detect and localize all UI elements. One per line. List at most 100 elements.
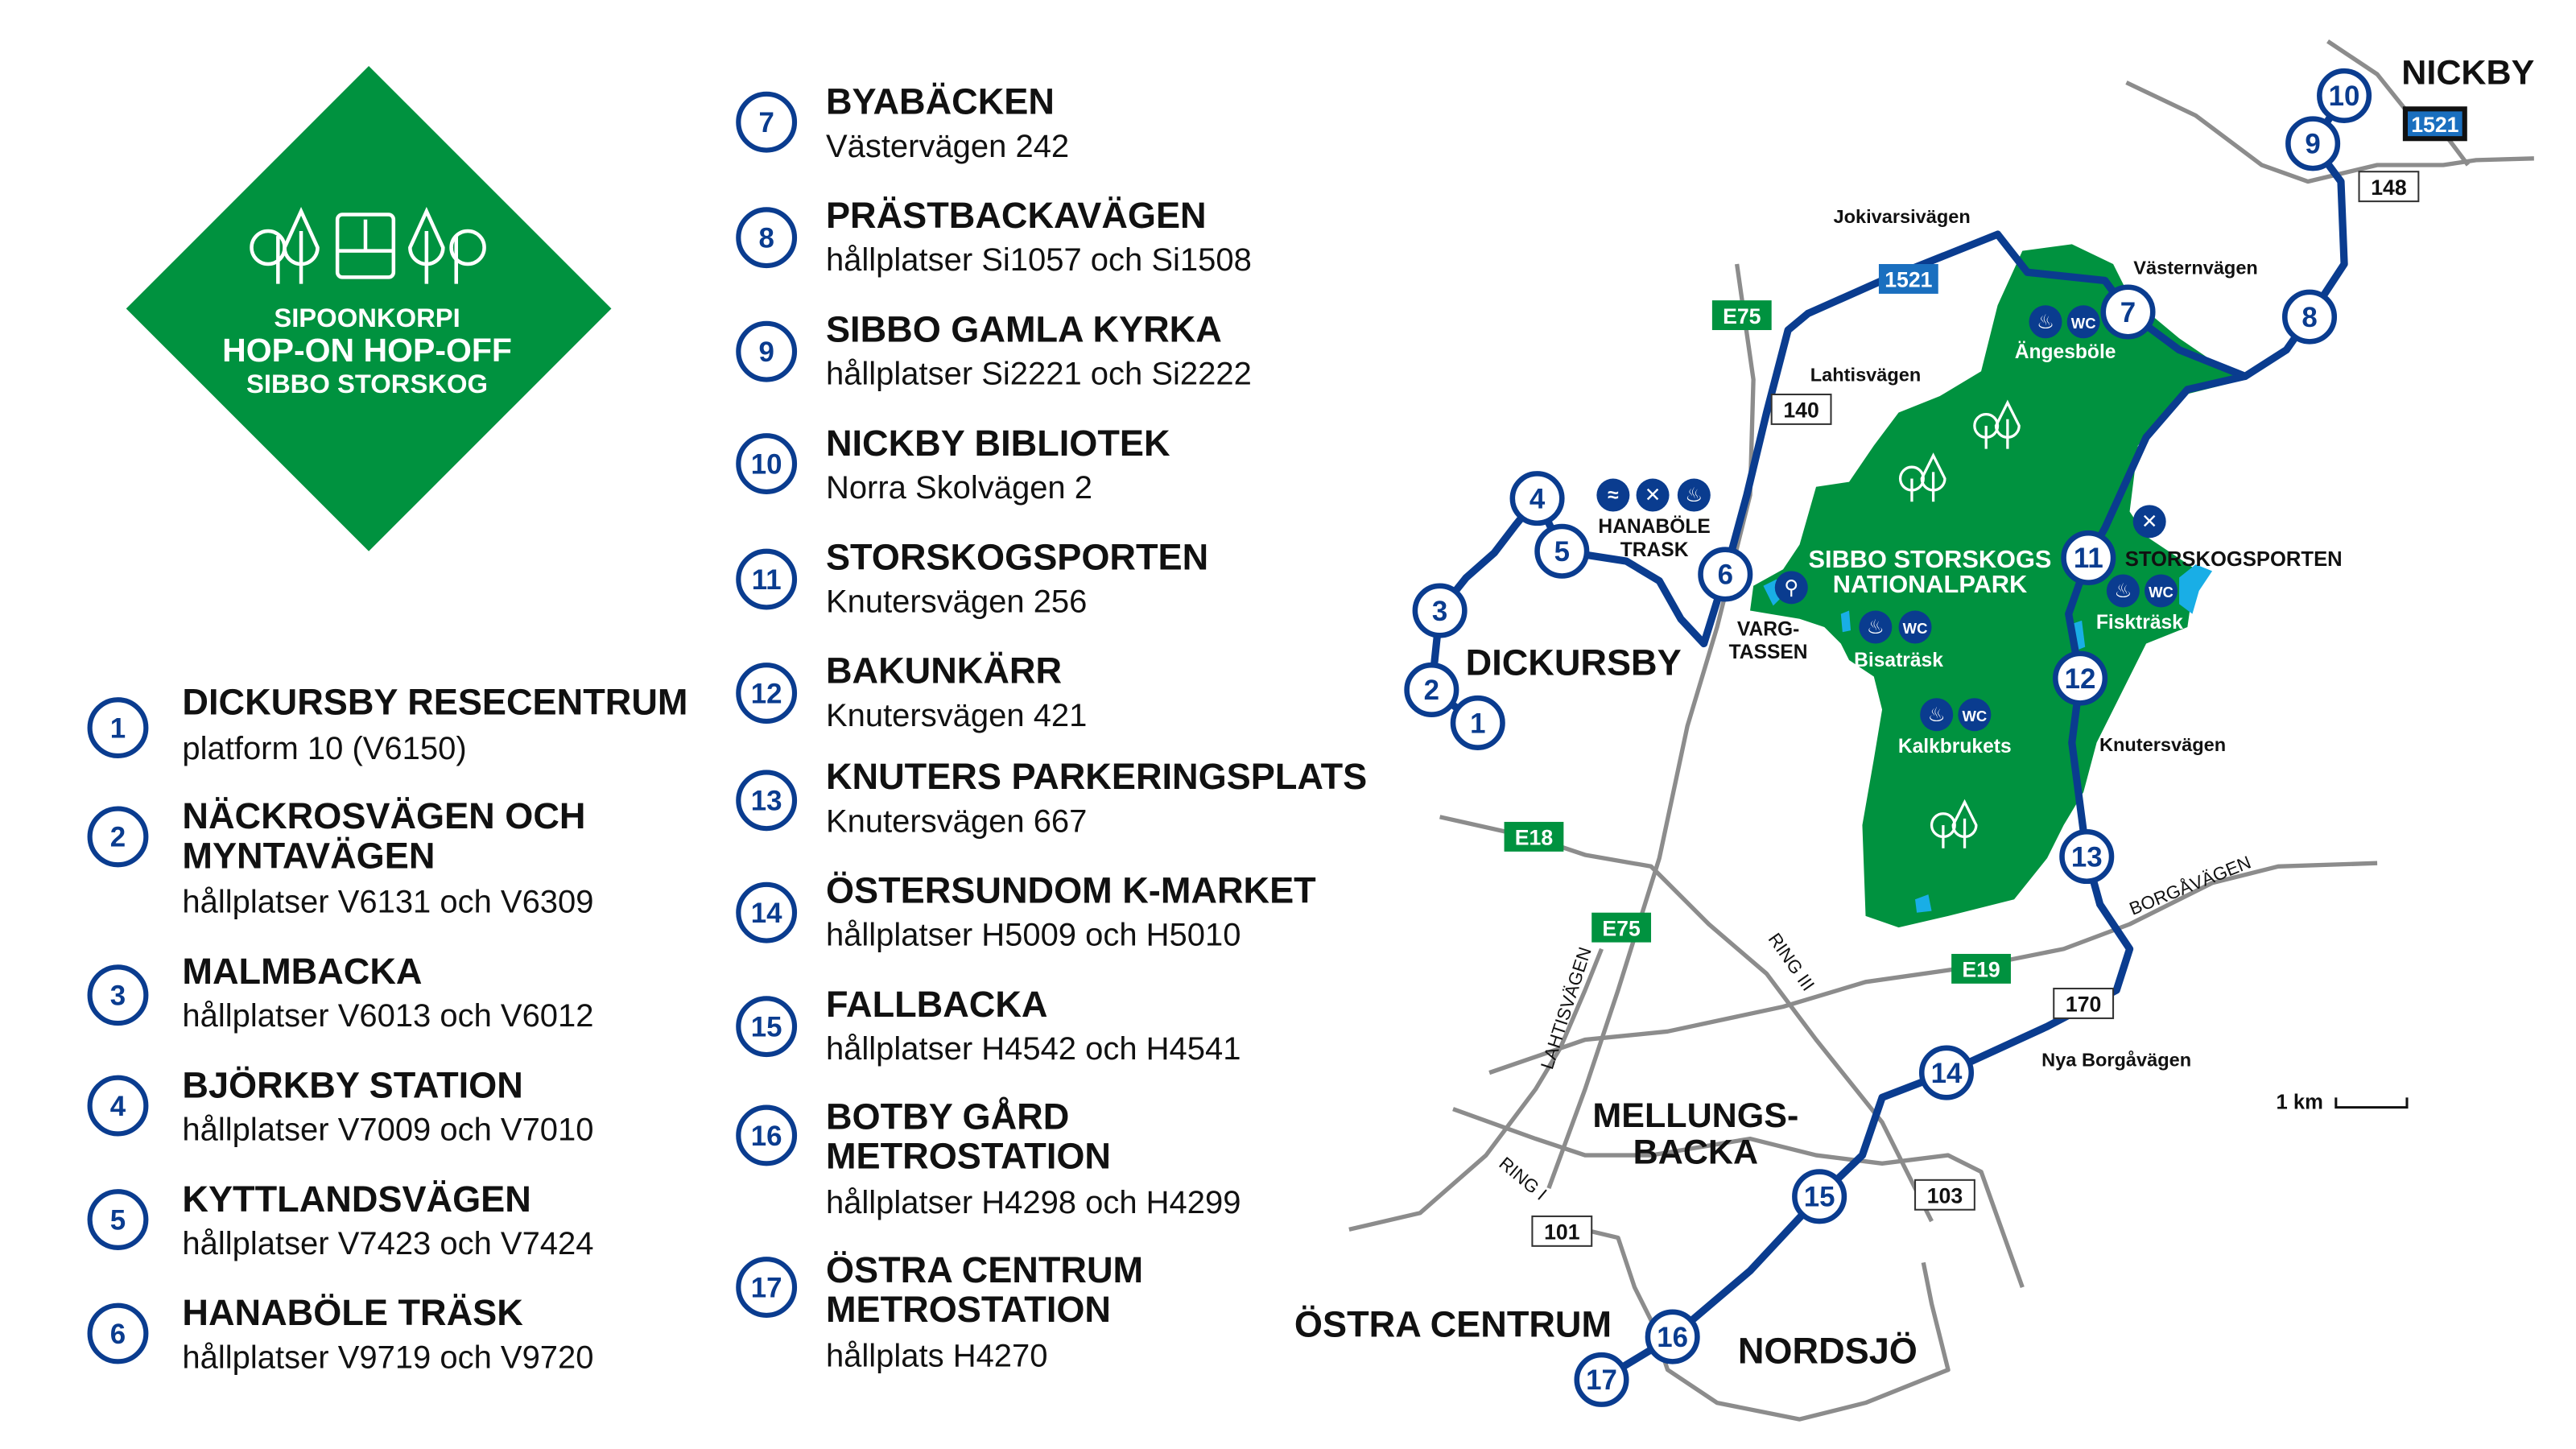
hiking-icon: ⚲ [1774, 571, 1808, 605]
map-stop-marker[interactable]: 4 [1509, 471, 1565, 526]
stop-subtitle: hållplatser H4542 och H4541 [826, 1031, 1241, 1067]
stop-number: 15 [751, 1011, 782, 1042]
road-badge-label: 103 [1927, 1184, 1963, 1208]
stop-subtitle: hållplatser V6013 och V6012 [182, 998, 593, 1034]
map-stop-marker[interactable]: 7 [2100, 284, 2156, 340]
national-park-area [1750, 244, 2246, 928]
stop-title: HANABÖLE TRÄSK [182, 1292, 523, 1333]
map-stop-marker[interactable]: 10 [2317, 68, 2372, 123]
map-stop-marker[interactable]: 8 [2281, 289, 2338, 345]
map-stop-number: 14 [1931, 1058, 1963, 1089]
map-stop-number: 17 [1586, 1364, 1617, 1396]
road-badge-label: 170 [2066, 993, 2101, 1017]
stop-title: BYABÄCKEN [826, 80, 1055, 122]
map-stop-number: 5 [1554, 536, 1570, 568]
stop-title-line-2: MYNTAVÄGEN [182, 835, 435, 876]
stop-title: BAKUNKÄRR [826, 650, 1062, 691]
label-park-2: NATIONALPARK [1833, 570, 2027, 598]
road-badge-label: 148 [2371, 175, 2406, 200]
stop-title: FALLBACKA [826, 984, 1048, 1025]
label-bisatrask: Bisaträsk [1854, 650, 1943, 671]
tree-icon [1973, 399, 2021, 449]
map-stop-marker[interactable]: 14 [1918, 1045, 1975, 1100]
stop-title: PRÄSTBACKAVÄGEN [826, 195, 1207, 236]
stop-subtitle: Norra Skolvägen 2 [826, 470, 1092, 506]
map-stop-number: 9 [2305, 129, 2320, 160]
svg-text:WC: WC [2149, 584, 2174, 601]
map-stop-marker[interactable]: 5 [1534, 523, 1590, 579]
stop-number-badge [87, 806, 149, 868]
wc-icon: WC [1898, 610, 1932, 644]
stop-number: 5 [110, 1204, 126, 1236]
map-stop-marker[interactable]: 2 [1404, 662, 1459, 717]
stop-title: ÖSTRA CENTRUM [826, 1249, 1143, 1290]
label-hanabole-2: TRASK [1620, 539, 1689, 561]
svg-text:✕: ✕ [2141, 511, 2158, 533]
campfire-icon: ♨ [1920, 698, 1954, 732]
label-hanabole-1: HANABÖLE [1598, 516, 1710, 538]
label-fisktrask: Fiskträsk [2096, 612, 2183, 634]
stop-number: 1 [110, 712, 126, 744]
road-badge-label: E75 [1602, 916, 1641, 940]
label-kalkbrukets: Kalkbrukets [1898, 736, 2012, 758]
label-mellungsbacka-2: BACKA [1633, 1133, 1758, 1171]
map-stop-number: 7 [2120, 297, 2136, 328]
map-stop-number: 3 [1432, 596, 1447, 627]
stop-title: DICKURSBY RESECENTRUM [182, 682, 687, 723]
road-badge-r1521a: 1521 [1878, 264, 1938, 294]
facility-icons: ≈✕♨♨WC⚲♨WC♨WC✕♨WC [1596, 305, 2178, 848]
map-stop-number: 1 [1470, 708, 1485, 739]
wc-icon: WC [2066, 305, 2100, 339]
road-badge-e75b: E75 [1591, 912, 1652, 943]
svg-text:♨: ♨ [2114, 580, 2132, 602]
stop-number-badge [736, 320, 798, 382]
stop-number-badge [736, 770, 798, 832]
map-stop-marker[interactable]: 16 [1645, 1309, 1700, 1364]
road-label-ring-i: RING I [1495, 1153, 1550, 1203]
stop-subtitle: Knutersvägen 667 [826, 803, 1087, 839]
stop-number-badge [87, 697, 149, 759]
stop-number-badge [736, 207, 798, 269]
map-stop-marker[interactable]: 3 [1412, 583, 1468, 638]
label-dickursby: DICKURSBY [1466, 642, 1682, 683]
map-stop-marker[interactable]: 1 [1450, 695, 1505, 750]
tree-icon [1930, 799, 1978, 848]
label-vargtassen-2: TASSEN [1729, 642, 1808, 663]
stop-list-item: 15 FALLBACKA hållplatser H4542 och H4541 [736, 984, 1241, 1067]
label-nordsjo: NORDSJÖ [1738, 1330, 1918, 1371]
stop-number: 11 [752, 564, 782, 596]
road-badge-r148: 148 [2358, 171, 2420, 203]
lake [1915, 894, 1932, 913]
map-stop-number: 11 [2074, 543, 2103, 574]
map-stop-marker[interactable]: 6 [1698, 547, 1753, 602]
map-stop-marker[interactable]: 15 [1792, 1169, 1847, 1224]
map-stop-marker[interactable]: 9 [2285, 116, 2341, 171]
scale-label: 1 km [2277, 1092, 2323, 1114]
map-stop-marker[interactable]: 13 [2059, 828, 2115, 885]
map-stop-marker[interactable]: 17 [1574, 1352, 1629, 1407]
bus-route [1427, 92, 2348, 727]
stop-subtitle: hållplatser V6131 och V6309 [182, 885, 593, 920]
map-stop-marker[interactable]: 11 [2061, 530, 2116, 585]
map-stop-marker[interactable]: 12 [2053, 650, 2108, 706]
road-badge-e75a: E75 [1711, 300, 1772, 331]
road-label-nya-borgavagen: Nya Borgåvägen [2041, 1049, 2191, 1070]
stop-number-badge [87, 1302, 149, 1364]
stop-subtitle: Knutersvägen 256 [826, 584, 1087, 620]
lake [2179, 564, 2213, 614]
road-badge-r103: 103 [1914, 1179, 1975, 1211]
stop-number: 2 [110, 822, 126, 853]
road-badge-label: 140 [1783, 398, 1818, 423]
svg-text:WC: WC [1962, 708, 1987, 724]
logo: SIPOONKORPI HOP-ON HOP-OFF SIBBO STORSKO… [126, 66, 612, 551]
stop-subtitle: hållplatser V9719 och V9720 [182, 1340, 593, 1376]
map-stop-number: 15 [1804, 1182, 1835, 1213]
label-mellungsbacka-1: MELLUNGS- [1592, 1096, 1798, 1135]
